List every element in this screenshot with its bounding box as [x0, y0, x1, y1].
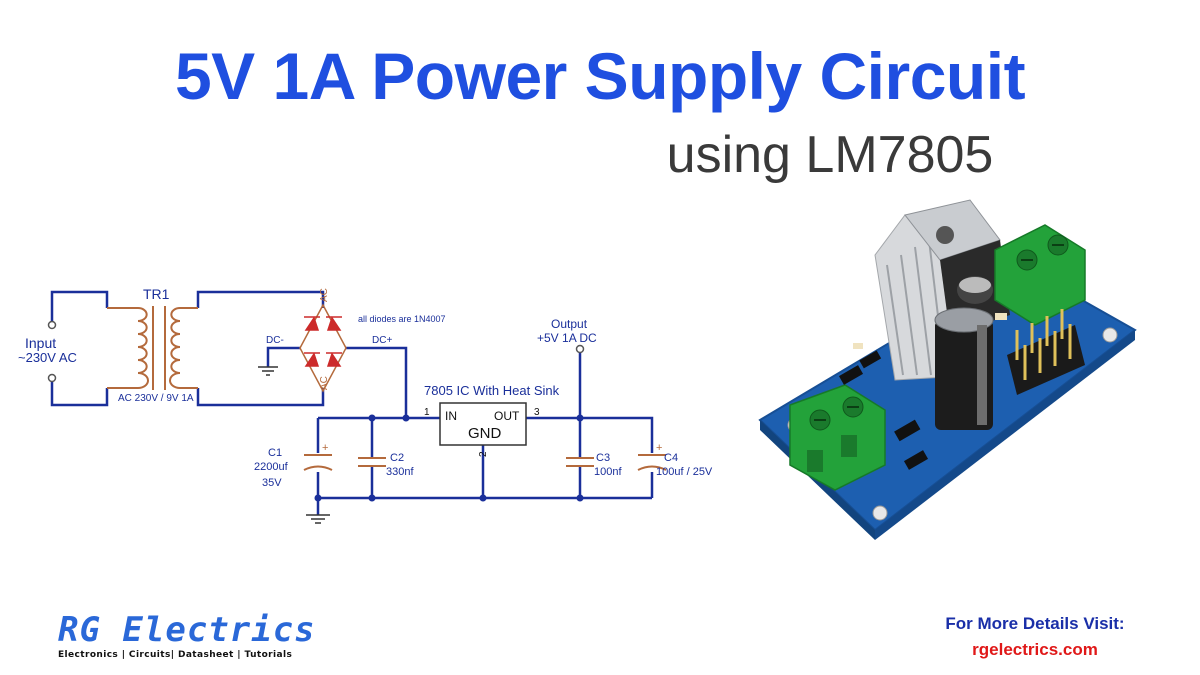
visit-label: For More Details Visit: — [945, 614, 1125, 633]
visit-info: For More Details Visit: rgelectrics.com — [920, 614, 1150, 660]
input-label: Input — [25, 335, 56, 351]
mounting-hole — [872, 505, 888, 521]
c1-plus-sign: + — [322, 442, 328, 454]
page-subtitle: using LM7805 — [666, 126, 994, 184]
capacitor-c4 — [637, 454, 667, 471]
diode-d3-icon — [304, 352, 320, 367]
input-voltage: ~230V AC — [18, 350, 77, 365]
pin1-label: 1 — [424, 407, 430, 418]
input-terminal-block — [789, 384, 886, 491]
junction — [402, 414, 410, 422]
diode-d1-icon — [304, 316, 320, 331]
ic-gnd-label: GND — [468, 425, 502, 442]
junction — [479, 494, 487, 502]
c2-name: C2 — [390, 452, 404, 464]
c1-name: C1 — [268, 447, 282, 459]
wire-secondary-bottom — [196, 388, 325, 407]
output-terminal — [575, 344, 585, 354]
junctions — [314, 414, 584, 502]
c4-name: C4 — [664, 452, 678, 464]
mounting-hole — [1102, 327, 1118, 343]
transformer-rating: AC 230V / 9V 1A — [118, 393, 194, 404]
wire-output-rail — [526, 416, 654, 453]
diode-d2-icon — [326, 316, 342, 331]
diode-d4-icon — [326, 352, 342, 367]
output-value: +5V 1A DC — [537, 331, 597, 345]
visit-url-link[interactable]: rgelectrics.com — [972, 640, 1098, 659]
pin-header — [1007, 309, 1085, 395]
junction — [368, 494, 376, 502]
brand-name: RG Electrics — [58, 610, 316, 650]
ground-symbol-main — [306, 514, 330, 524]
ground-symbol-dc — [258, 366, 278, 376]
c3-value: 100nf — [594, 466, 622, 478]
dc-minus-label: DC- — [266, 335, 284, 346]
wire-secondary-top — [196, 290, 325, 308]
brand-logo: RG Electrics Electronics | Circuits| Dat… — [58, 612, 316, 660]
pin2-label: 2 — [478, 451, 489, 457]
bridge-rectifier — [299, 303, 347, 393]
junction — [576, 414, 584, 422]
junction — [368, 414, 376, 422]
circuit-schematic: Input ~230V AC TR1 AC 230V / 9V 1A all d… — [18, 286, 713, 524]
brand-tagline: Electronics | Circuits| Datasheet | Tuto… — [58, 650, 293, 660]
input-terminal-bottom — [47, 373, 57, 383]
transformer — [107, 306, 198, 390]
junction — [576, 494, 584, 502]
c4-plus-sign: + — [656, 442, 662, 454]
wire-input-top — [50, 290, 109, 328]
c3-name: C3 — [596, 452, 610, 464]
capacitor-c3 — [566, 457, 594, 467]
page-title: 5V 1A Power Supply Circuit — [174, 39, 1026, 113]
input-terminal-top — [47, 320, 57, 330]
ac-top-label: AC — [319, 288, 330, 302]
pin3-label: 3 — [534, 407, 540, 418]
wire-dc-minus — [266, 346, 300, 367]
c2-value: 330nf — [386, 466, 414, 478]
c4-value: 100uf / 25V — [656, 466, 713, 478]
junction — [314, 494, 322, 502]
electrolytic-capacitor — [934, 307, 994, 430]
pcb-module-image — [758, 199, 1137, 540]
ac-bottom-label: AC — [319, 376, 330, 390]
ic-out-label: OUT — [494, 409, 520, 423]
diode-note: all diodes are 1N4007 — [358, 314, 446, 324]
smd-components — [838, 313, 1007, 470]
wire-input-bottom — [50, 378, 109, 407]
output-terminal-block — [994, 224, 1086, 326]
dc-plus-label: DC+ — [372, 335, 392, 346]
regulator-ic — [439, 402, 527, 446]
ic-title: 7805 IC With Heat Sink — [424, 383, 560, 398]
c1-value: 2200uf — [254, 461, 289, 473]
capacitor-c2 — [358, 457, 386, 467]
capacitor-c1 — [303, 454, 333, 471]
c1-voltage: 35V — [262, 477, 282, 489]
wire-dc-plus — [346, 346, 408, 418]
transformer-name: TR1 — [143, 286, 170, 302]
ic-in-label: IN — [445, 409, 457, 423]
output-label: Output — [551, 317, 588, 331]
